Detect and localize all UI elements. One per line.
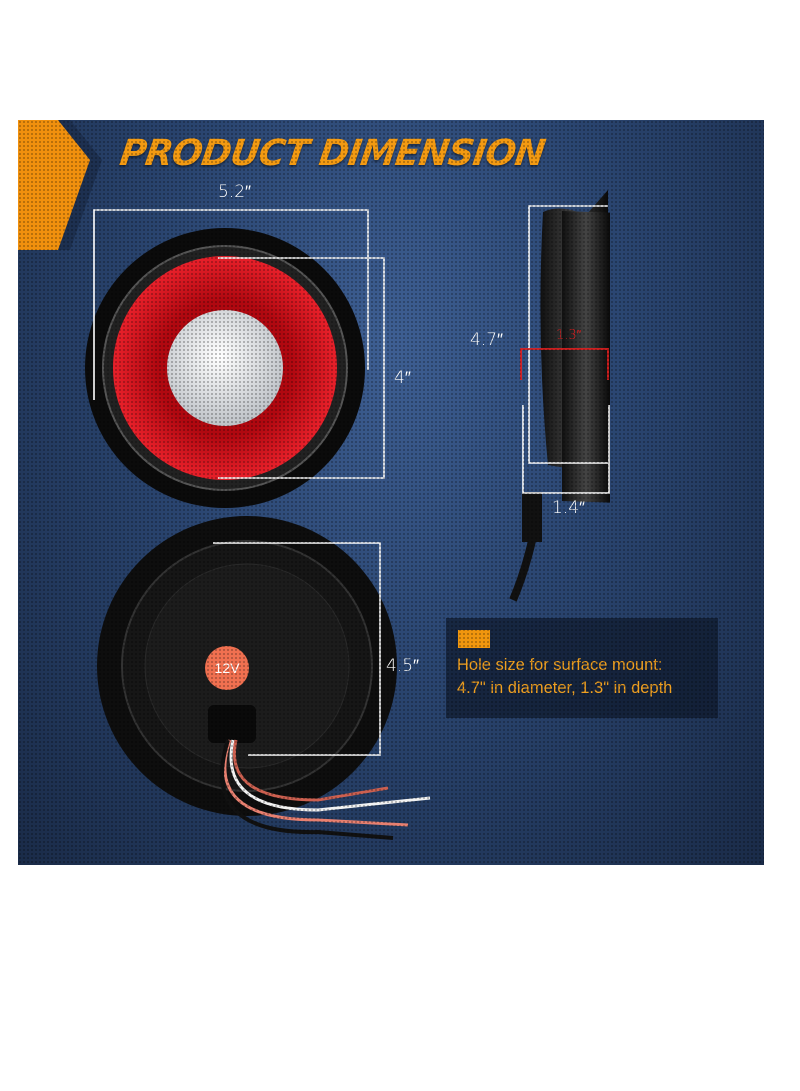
back-dimension-line [213,542,381,756]
product-image-panel: PRODUCT DIMENSION 5.2″ 4″ 4.7″ 1.3″ 1.4″… [18,120,764,865]
page-title: PRODUCT DIMENSION [117,133,548,174]
hole-size-note: Hole size for surface mount: 4.7" in dia… [446,618,718,718]
back-diameter-label: 4.5″ [386,656,420,676]
front-inner-label: 4″ [394,368,411,388]
side-height-label: 4.7″ [470,330,504,350]
note-swatch [458,630,490,648]
product-illustration [18,120,610,840]
side-dimension-lines [522,205,610,494]
side-light [509,190,610,602]
note-text: Hole size for surface mount: 4.7" in dia… [457,654,672,700]
front-dimension-lines [93,209,385,479]
side-inner-depth-line [520,348,609,380]
note-line-2: 4.7" in diameter, 1.3" in depth [457,679,673,697]
chevron-icon [18,120,90,250]
front-light [85,228,365,508]
voltage-badge: 12V [205,646,249,690]
front-width-label: 5.2″ [218,182,252,202]
side-inner-depth-label: 1.3″ [556,328,582,343]
side-depth-label: 1.4″ [552,498,586,518]
note-line-1: Hole size for surface mount: [457,656,663,674]
